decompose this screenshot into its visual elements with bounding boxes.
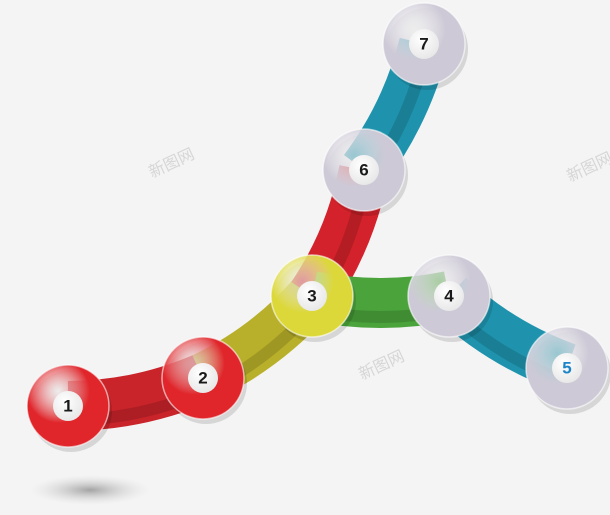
node-7-badge bbox=[409, 29, 439, 59]
node-1: 1 bbox=[26, 364, 112, 452]
node-5-label: 5 bbox=[562, 359, 571, 378]
node-5-badge bbox=[552, 353, 582, 383]
node-7-label: 7 bbox=[419, 35, 428, 54]
watermark-text: 新图网 bbox=[146, 144, 198, 182]
node-6: 6 bbox=[322, 128, 408, 216]
watermark-text: 新图网 bbox=[356, 346, 408, 384]
node-layer: 1 2 3 4 5 6 7 bbox=[26, 2, 610, 452]
ground-shadow bbox=[30, 475, 150, 505]
node-7: 7 bbox=[382, 2, 468, 90]
link-layer bbox=[67, 37, 576, 431]
node-3-badge bbox=[297, 281, 327, 311]
node-5: 5 bbox=[525, 326, 610, 414]
node-3: 3 bbox=[270, 254, 356, 342]
node-2-label: 2 bbox=[198, 369, 207, 388]
node-2-badge bbox=[188, 363, 218, 393]
node-1-label: 1 bbox=[63, 397, 72, 416]
watermark-text: 新图网 bbox=[564, 148, 610, 186]
node-4-label: 4 bbox=[444, 287, 454, 306]
node-1-badge bbox=[53, 391, 83, 421]
node-6-badge bbox=[349, 155, 379, 185]
node-6-label: 6 bbox=[359, 161, 368, 180]
node-2: 2 bbox=[161, 336, 247, 424]
node-4-badge bbox=[434, 281, 464, 311]
node-4: 4 bbox=[407, 254, 493, 342]
node-3-label: 3 bbox=[307, 287, 316, 306]
